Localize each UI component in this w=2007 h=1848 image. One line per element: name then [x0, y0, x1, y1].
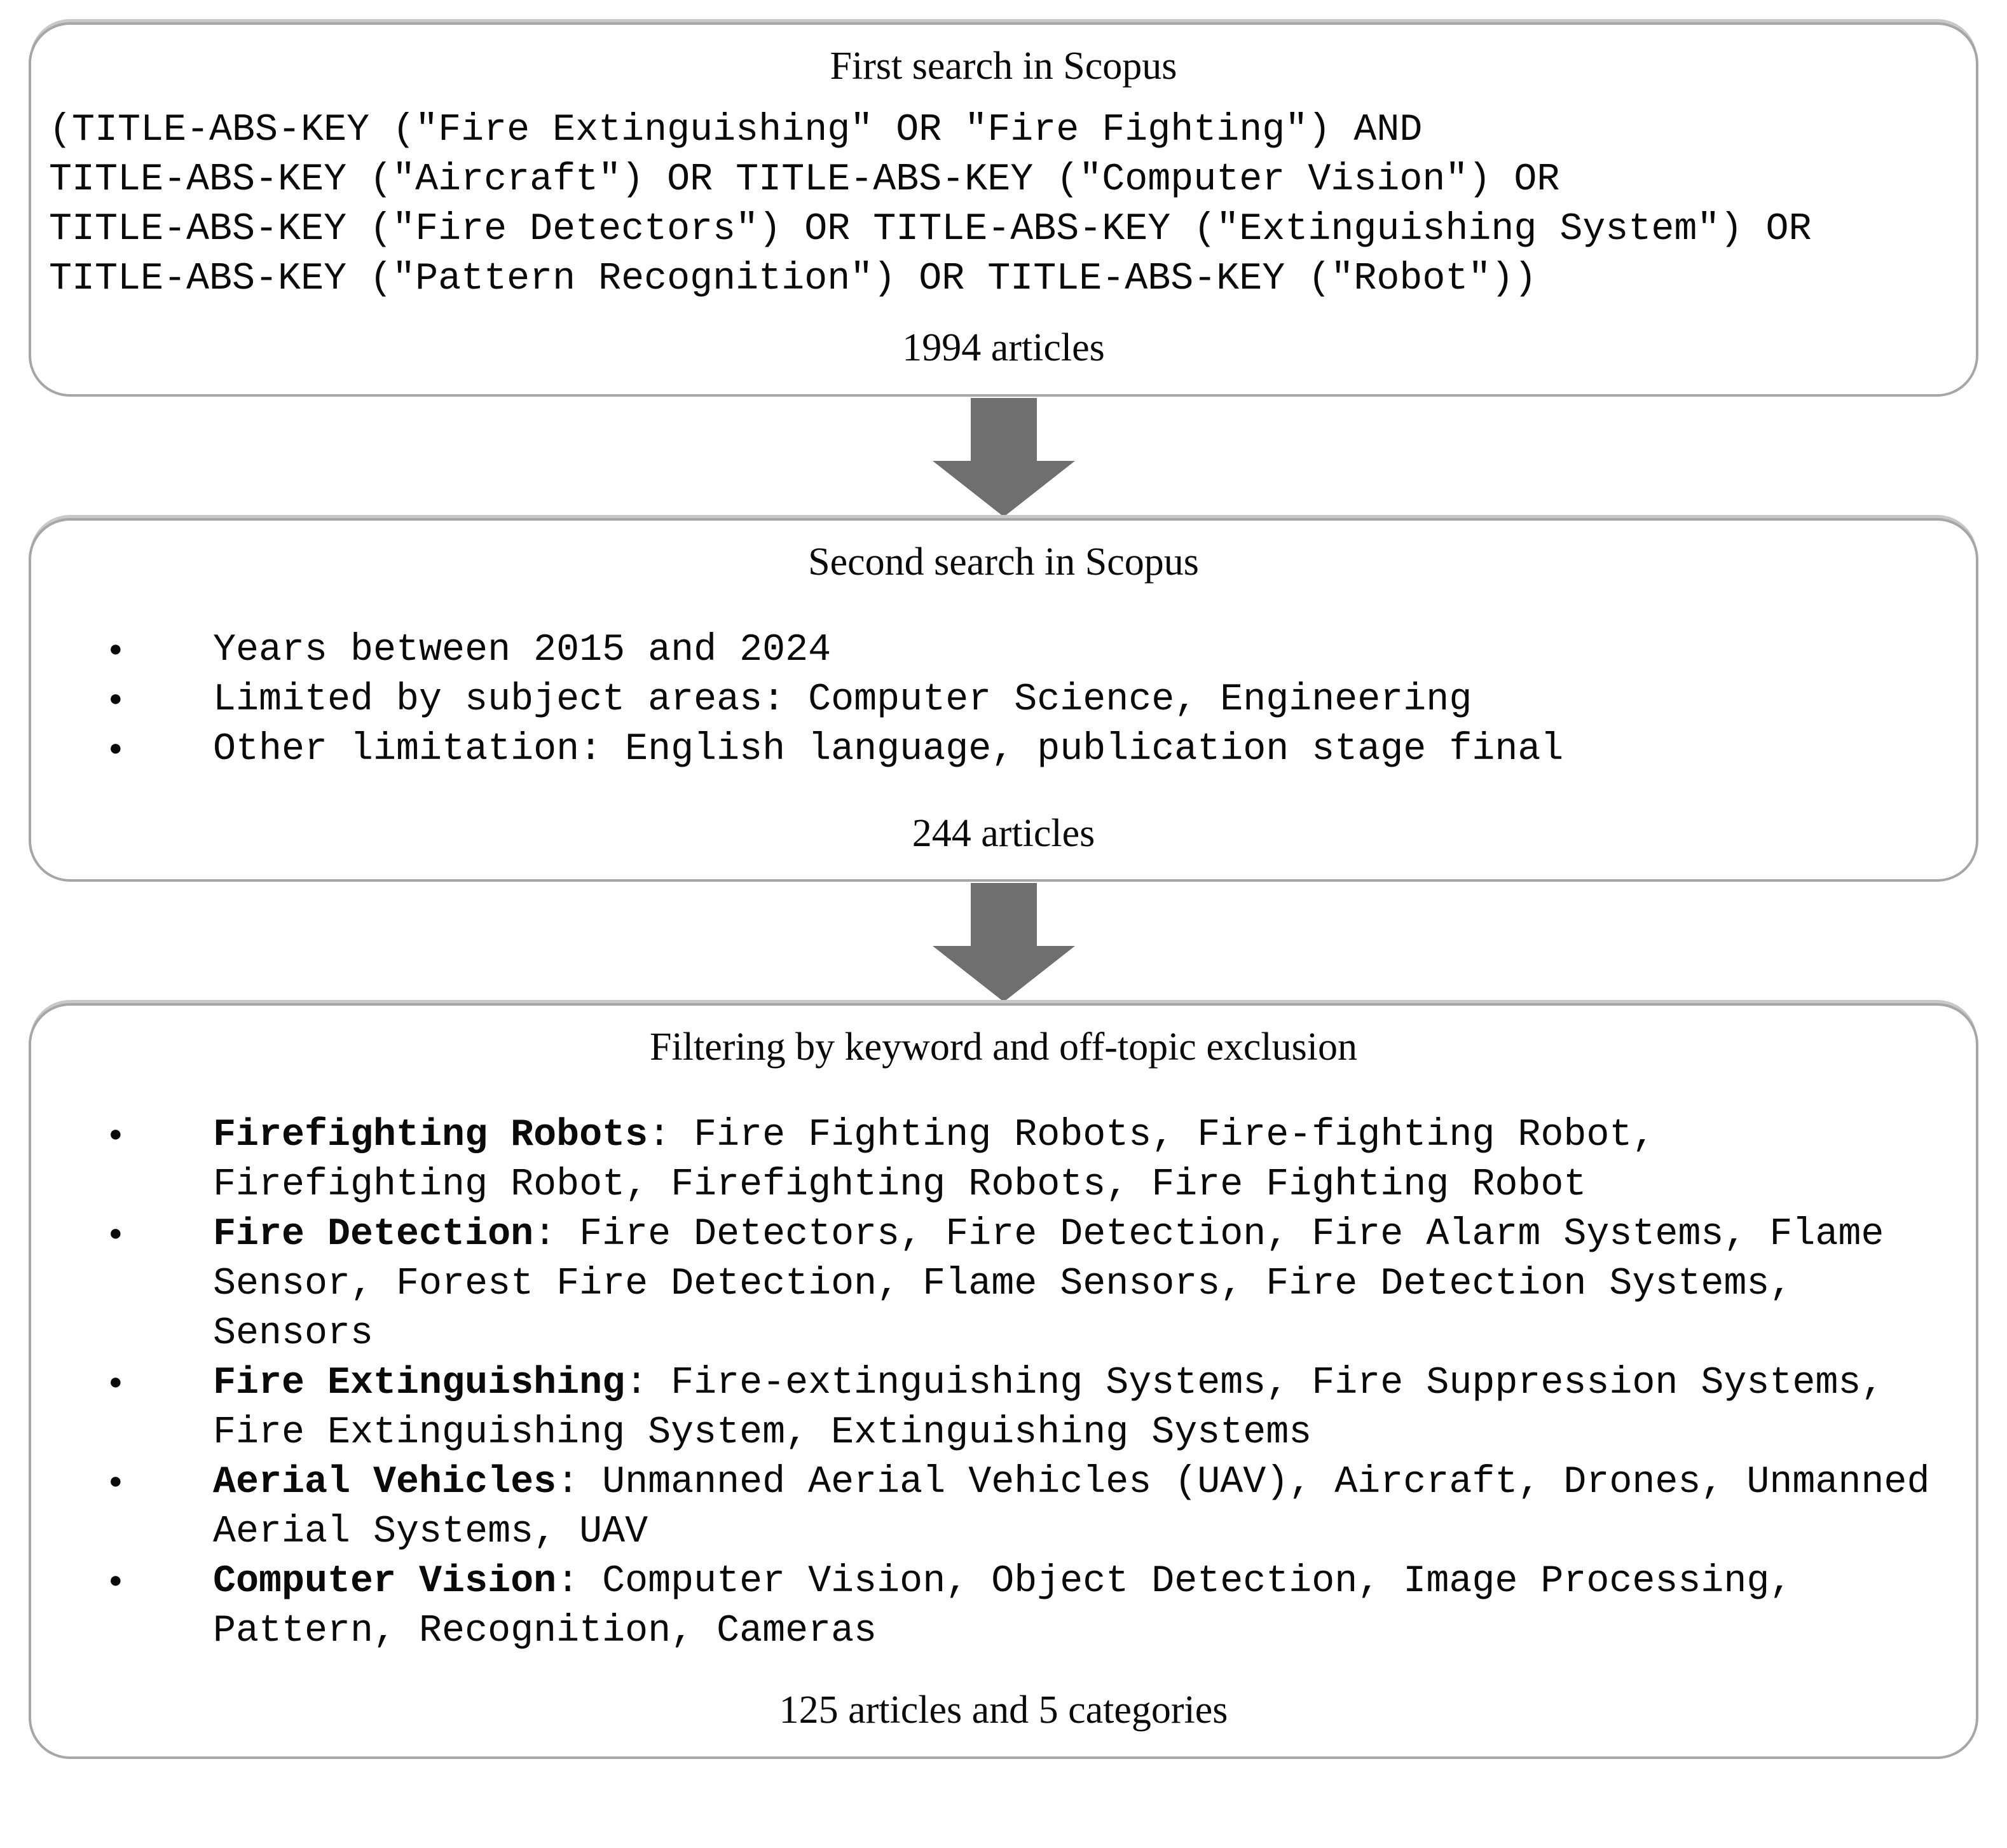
arrow-shaft	[970, 397, 1037, 461]
second-search-count: 244 articles	[912, 811, 1095, 855]
bullet-icon: ●	[109, 736, 123, 762]
second-search-title: Second search in Scopus	[808, 540, 1199, 584]
down-arrow-icon	[932, 397, 1075, 517]
list-item: ● Other limitation: English language, pu…	[67, 725, 1940, 774]
arrow-head	[932, 946, 1075, 1003]
category-keywords: : Computer Vision, Object Detection, Ima…	[213, 1560, 1793, 1653]
arrow-shaft	[970, 883, 1037, 947]
criteria-text: Other limitation: English language, publ…	[213, 727, 1564, 771]
bullet-icon: ●	[109, 1122, 123, 1149]
category-keywords: : Fire Fighting Robots, Fire-fighting Ro…	[213, 1114, 1655, 1207]
criteria-text: Limited by subject areas: Computer Scien…	[213, 678, 1472, 722]
category-keywords: : Fire Detectors, Fire Detection, Fire A…	[213, 1213, 1884, 1356]
criteria-text: Years between 2015 and 2024	[213, 628, 832, 672]
bullet-icon: ●	[109, 1370, 123, 1397]
query-line: (TITLE-ABS-KEY ("Fire Extinguishing" OR …	[49, 109, 1423, 153]
category-label: Aerial Vehicles	[213, 1461, 557, 1505]
list-item: ● Computer Vision: Computer Vision, Obje…	[67, 1557, 1940, 1656]
scopus-query: (TITLE-ABS-KEY ("Fire Extinguishing" OR …	[49, 106, 1940, 304]
query-line: TITLE-ABS-KEY ("Aircraft") OR TITLE-ABS-…	[49, 158, 1560, 202]
down-arrow-icon	[932, 883, 1075, 1003]
list-item: ● Limited by subject areas: Computer Sci…	[67, 675, 1940, 725]
category-label: Fire Extinguishing	[213, 1362, 626, 1406]
bullet-icon: ●	[109, 1221, 123, 1248]
query-line: TITLE-ABS-KEY ("Pattern Recognition") OR…	[49, 257, 1537, 301]
first-search-title: First search in Scopus	[830, 44, 1177, 88]
bullet-icon: ●	[109, 686, 123, 713]
keyword-category-list: ● Firefighting Robots: Fire Fighting Rob…	[67, 1111, 1940, 1656]
first-search-count: 1994 articles	[902, 326, 1105, 370]
second-search-box: Second search in Scopus ● Years between …	[29, 517, 1978, 882]
category-label: Firefighting Robots	[213, 1114, 648, 1158]
category-keywords: : Fire-extinguishing Systems, Fire Suppr…	[213, 1362, 1884, 1455]
list-item: ● Aerial Vehicles: Unmanned Aerial Vehic…	[67, 1458, 1940, 1557]
filtering-box: Filtering by keyword and off-topic exclu…	[29, 1003, 1978, 1759]
list-item: ● Fire Extinguishing: Fire-extinguishing…	[67, 1359, 1940, 1458]
category-keywords: : Unmanned Aerial Vehicles (UAV), Aircra…	[213, 1461, 1930, 1554]
bullet-icon: ●	[109, 1568, 123, 1595]
filtering-count: 125 articles and 5 categories	[779, 1688, 1228, 1732]
category-label: Fire Detection	[213, 1213, 534, 1257]
list-item: ● Fire Detection: Fire Detectors, Fire D…	[67, 1210, 1940, 1359]
second-search-criteria-list: ● Years between 2015 and 2024 ● Limited …	[67, 626, 1940, 774]
list-item: ● Firefighting Robots: Fire Fighting Rob…	[67, 1111, 1940, 1210]
bullet-icon: ●	[109, 636, 123, 663]
list-item: ● Years between 2015 and 2024	[67, 626, 1940, 675]
category-label: Computer Vision	[213, 1560, 557, 1604]
filtering-title: Filtering by keyword and off-topic exclu…	[650, 1025, 1357, 1069]
query-line: TITLE-ABS-KEY ("Fire Detectors") OR TITL…	[49, 208, 1812, 252]
bullet-icon: ●	[109, 1469, 123, 1496]
arrow-head	[932, 460, 1075, 517]
first-search-box: First search in Scopus (TITLE-ABS-KEY ("…	[29, 22, 1978, 397]
